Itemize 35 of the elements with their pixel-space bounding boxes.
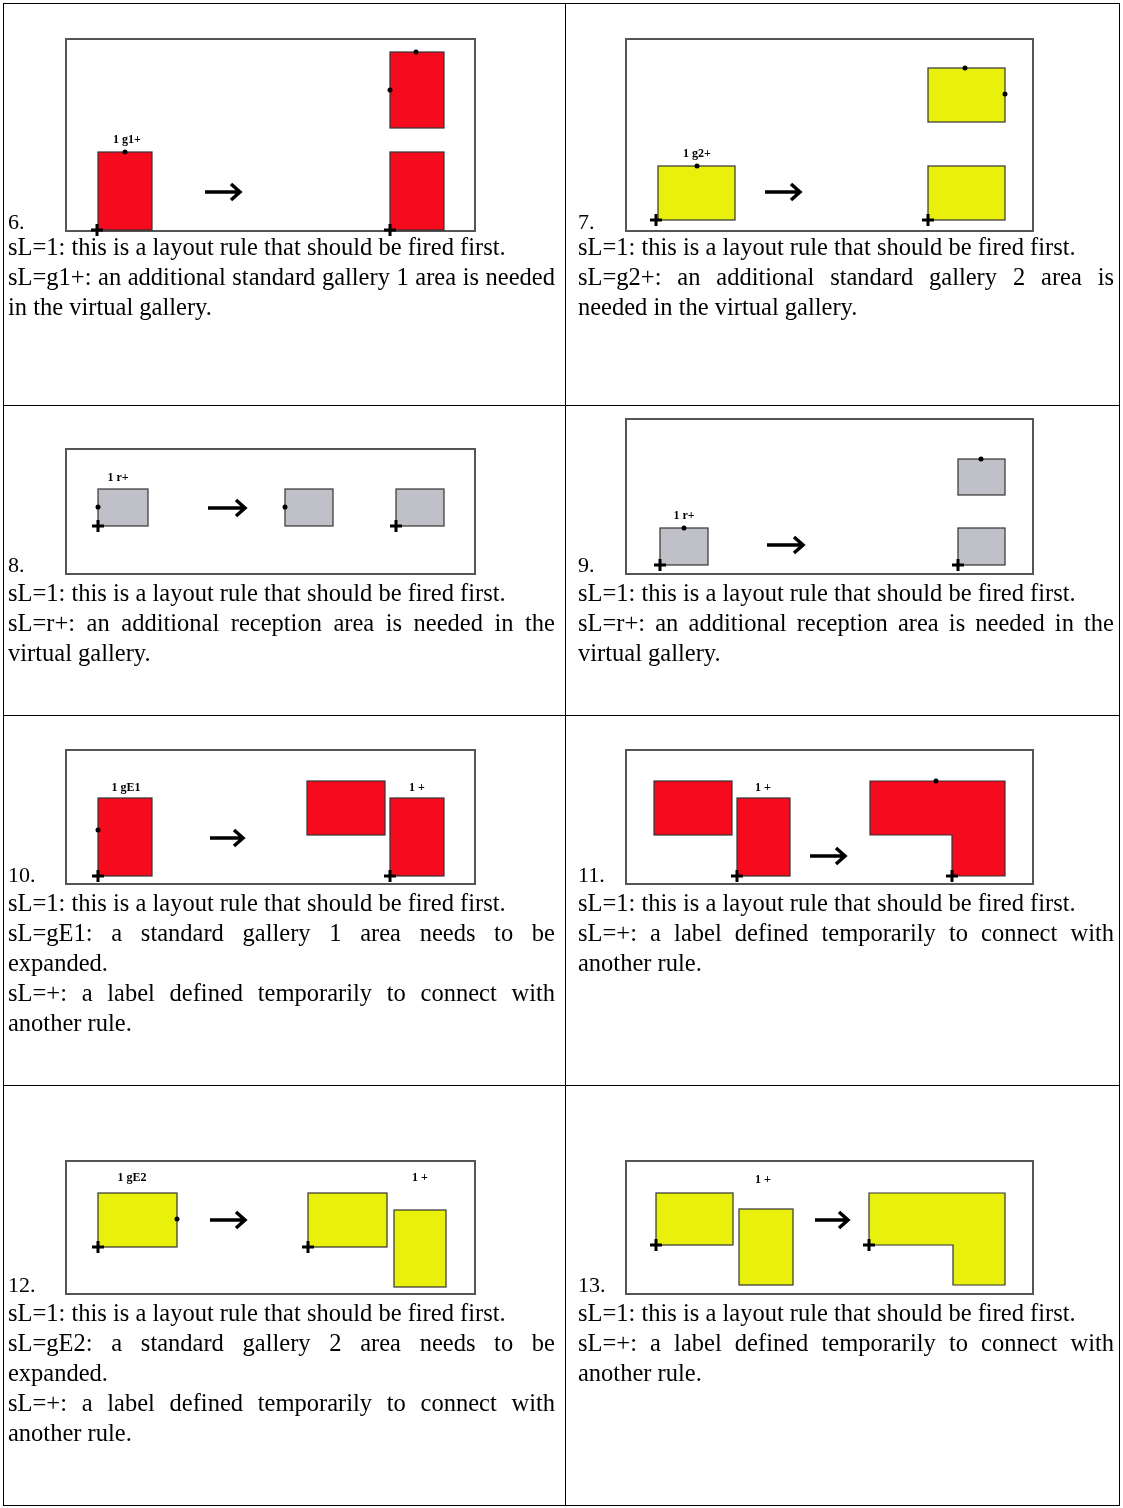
- rule-description: sL=1: this is a layout rule that should be fired first.: [578, 232, 1077, 262]
- panel-number: 6.: [8, 210, 25, 234]
- shape-label: 1 g2+: [683, 146, 711, 160]
- shape-label: 1 +: [755, 1172, 771, 1186]
- rule-description: sL=+: a label defined temporarily to connect with another rule.: [8, 1388, 555, 1448]
- shape-label: 1 +: [755, 780, 771, 794]
- shape-label: 1 gE1: [111, 780, 141, 794]
- panel-number: 7.: [578, 210, 595, 234]
- shape-label: 1 r+: [673, 508, 695, 522]
- rule-description: sL=1: this is a layout rule that should be fired first.: [578, 1298, 1077, 1328]
- panel-number: 10.: [8, 863, 36, 887]
- rule-description: sL=g2+: an additional standard gallery 2 area is needed in the virtual gallery.: [578, 262, 1114, 322]
- rule-description: sL=1: this is a layout rule that should be fired first.: [578, 888, 1077, 918]
- rule-description: sL=gE1: a standard gallery 1 area needs to be expanded.: [8, 918, 555, 978]
- panel-number: 13.: [578, 1273, 606, 1297]
- panel-number: 11.: [578, 863, 605, 887]
- panel-number: 12.: [8, 1273, 36, 1297]
- rule-description: sL=gE2: a standard gallery 2 area needs to be expanded.: [8, 1328, 555, 1388]
- rule-description: sL=r+: an additional reception area is needed in the virtual gallery.: [578, 608, 1114, 668]
- rule-description: sL=r+: an additional reception area is needed in the virtual gallery.: [8, 608, 555, 668]
- shape-label: 1 +: [409, 780, 425, 794]
- panel-number: 8.: [8, 553, 25, 577]
- panel-number: 9.: [578, 553, 595, 577]
- rule-description: sL=g1+: an additional standard gallery 1 area is needed in the virtual gallery.: [8, 262, 555, 322]
- shape-label: 1 r+: [107, 470, 129, 484]
- shape-label: 1 +: [412, 1170, 428, 1184]
- rule-description: sL=1: this is a layout rule that should be fired first.: [8, 1298, 507, 1328]
- rule-description: sL=+: a label defined temporarily to connect with another rule.: [8, 978, 555, 1038]
- rule-description: sL=1: this is a layout rule that should be fired first.: [578, 578, 1077, 608]
- rule-description: sL=+: a label defined temporarily to connect with another rule.: [578, 918, 1114, 978]
- shape-label: 1 gE2: [117, 1170, 147, 1184]
- rule-description: sL=1: this is a layout rule that should be fired first.: [8, 232, 507, 262]
- rule-description: sL=1: this is a layout rule that should be fired first.: [8, 578, 507, 608]
- rule-description: sL=+: a label defined temporarily to connect with another rule.: [578, 1328, 1114, 1388]
- rule-description: sL=1: this is a layout rule that should be fired first.: [8, 888, 507, 918]
